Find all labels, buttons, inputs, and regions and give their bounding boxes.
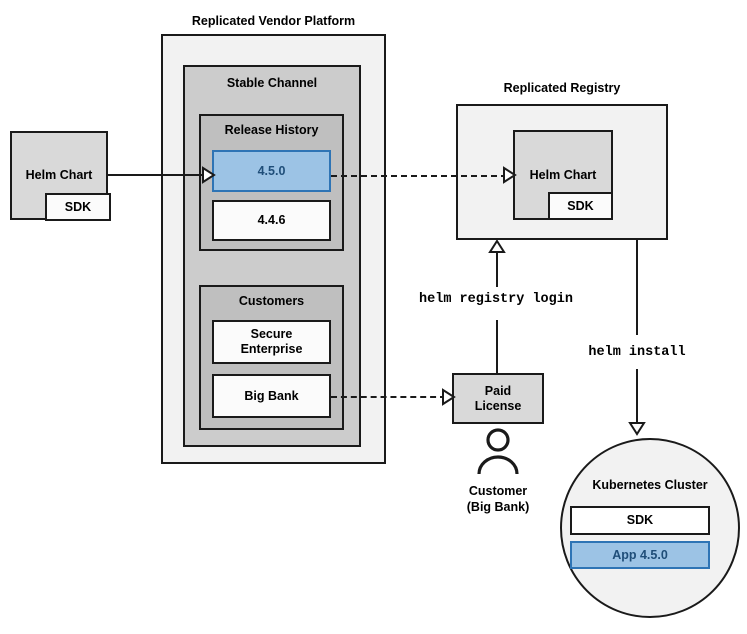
- connector-install-arrowhead: [628, 422, 646, 436]
- cluster-sdk-label: SDK: [626, 513, 654, 527]
- platform-title: Replicated Vendor Platform: [191, 14, 356, 28]
- kubernetes-cluster-label: Kubernetes Cluster: [592, 478, 708, 492]
- customer-item-secure-enterprise-label: Secure Enterprise: [240, 327, 303, 356]
- connector-login-arrowhead: [488, 239, 506, 253]
- registry-sdk-label: SDK: [567, 198, 594, 213]
- connector-bigbank-to-license: [331, 396, 446, 398]
- registry-helm-chart-label: Helm Chart: [529, 167, 597, 182]
- connector-release-to-registry: [331, 175, 507, 177]
- stable-channel-label: Stable Channel: [226, 76, 318, 90]
- command-helm-install: helm install: [588, 345, 686, 360]
- customer-item-secure-enterprise[interactable]: Secure Enterprise: [212, 320, 331, 364]
- source-sdk-box: SDK: [45, 193, 111, 221]
- release-history-label: Release History: [224, 123, 319, 137]
- cluster-sdk-box: SDK: [570, 506, 710, 535]
- connector-install-upper: [636, 240, 638, 335]
- connector-login-lower: [496, 320, 498, 374]
- registry-title: Replicated Registry: [503, 81, 621, 95]
- release-item-4-5-0[interactable]: 4.5.0: [212, 150, 331, 192]
- customer-item-big-bank-label: Big Bank: [244, 388, 299, 403]
- customer-actor-label: Customer (Big Bank): [466, 484, 530, 514]
- registry-sdk-box: SDK: [548, 192, 613, 220]
- customers-label: Customers: [238, 294, 305, 308]
- cluster-app-label: App 4.5.0: [612, 547, 668, 562]
- connector-chart-to-release-arrowhead: [202, 166, 216, 184]
- connector-bigbank-to-license-arrowhead: [442, 388, 456, 406]
- connector-install-lower: [636, 369, 638, 426]
- command-helm-registry-login: helm registry login: [419, 292, 573, 307]
- paid-license-box: Paid License: [452, 373, 544, 424]
- connector-login-upper: [496, 252, 498, 287]
- person-icon: [477, 428, 519, 475]
- connector-chart-to-release: [108, 174, 204, 176]
- connector-release-to-registry-arrowhead: [503, 166, 517, 184]
- source-sdk-label: SDK: [64, 199, 92, 214]
- cluster-app-box: App 4.5.0: [570, 541, 710, 569]
- release-item-4-5-0-label: 4.5.0: [257, 163, 286, 178]
- release-item-4-4-6[interactable]: 4.4.6: [212, 200, 331, 241]
- release-item-4-4-6-label: 4.4.6: [257, 213, 286, 227]
- source-helm-chart-label: Helm Chart: [25, 168, 93, 182]
- paid-license-label: Paid License: [474, 383, 522, 413]
- customer-item-big-bank[interactable]: Big Bank: [212, 374, 331, 418]
